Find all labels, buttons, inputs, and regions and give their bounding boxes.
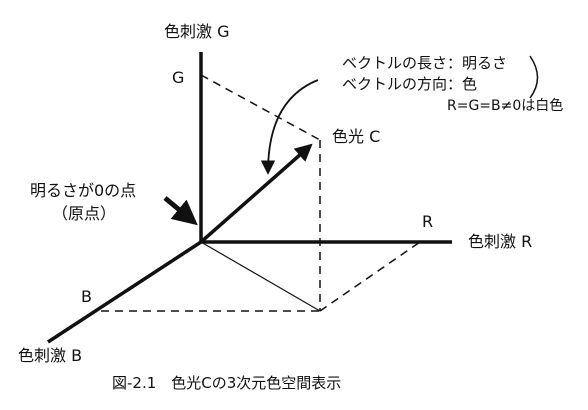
r-marker: R [422, 212, 434, 231]
r-axis-label: 色刺激 R [468, 232, 533, 251]
annotation-curve-arrow [260, 79, 319, 175]
g-axis-label: 色刺激 G [164, 22, 230, 41]
b-marker: B [81, 287, 92, 306]
projection-diagonal [200, 241, 321, 312]
annotation-direction: ベクトルの方向：色 [342, 75, 478, 93]
projection-dashed-lines [101, 74, 421, 312]
origin-sublabel: （原点） [52, 204, 117, 223]
annotation-white: R=G=B≠0は白色 [447, 98, 564, 114]
color-vector-c [199, 143, 313, 244]
origin-label: 明るさが0の点 [30, 181, 137, 200]
origin-pointer-arrow [163, 196, 198, 226]
g-marker: G [172, 68, 185, 87]
figure-caption: 図-2.1 色光Cの3次元色空間表示 [112, 374, 342, 392]
vector-label: 色光 C [332, 127, 381, 146]
annotation-bracket [529, 55, 539, 99]
annotation-length: ベクトルの長さ：明るさ [342, 54, 508, 72]
b-axis [47, 240, 202, 344]
b-axis-label: 色刺激 B [18, 346, 83, 365]
